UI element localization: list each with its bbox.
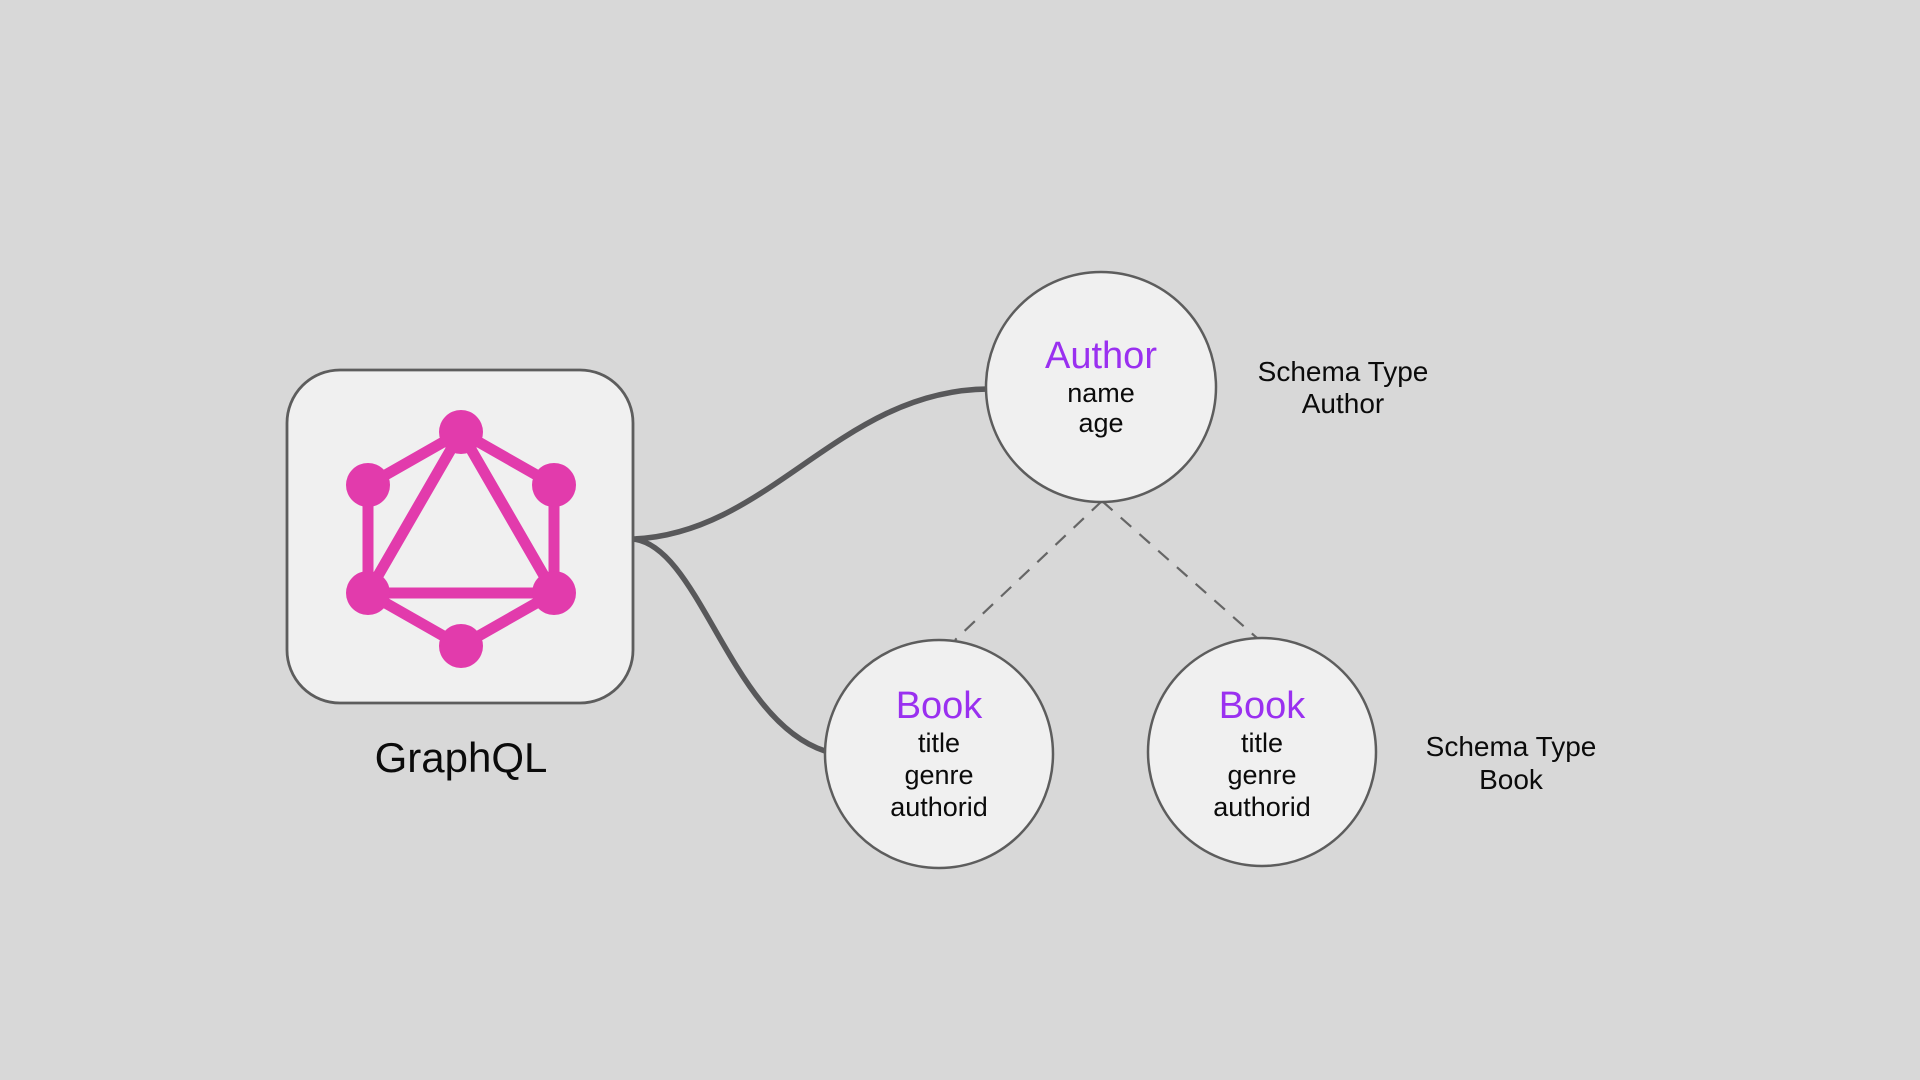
author-title: Author [1045, 335, 1157, 377]
schema-type-book-label: Schema Type Book [1426, 731, 1597, 795]
graphql-box [285, 368, 635, 705]
node-book-1: Book title genre authorid [823, 638, 1055, 870]
author-field-age: age [1078, 408, 1123, 438]
connector-graphql-to-author [630, 386, 991, 542]
logo-vertex-lower-right [532, 571, 576, 615]
book1-field-genre: genre [904, 760, 973, 790]
logo-vertex-upper-right [532, 463, 576, 507]
logo-vertex-top [439, 410, 483, 454]
book1-field-title: title [918, 728, 960, 758]
graphql-logo-vertices [346, 410, 576, 668]
graphql-node: GraphQL [285, 368, 635, 781]
author-circle [984, 270, 1218, 504]
connector-author-to-book1-dashed [954, 500, 1103, 641]
author-field-name: name [1067, 378, 1135, 408]
schema-type-book-line1: Schema Type [1426, 731, 1597, 762]
schema-type-book-line2: Book [1479, 764, 1544, 795]
graphql-label: GraphQL [375, 734, 548, 781]
book2-title: Book [1219, 685, 1307, 727]
logo-vertex-bottom [439, 624, 483, 668]
logo-vertex-upper-left [346, 463, 390, 507]
book2-field-authorid: authorid [1213, 792, 1311, 822]
schema-type-author-line2: Author [1302, 388, 1385, 419]
schema-type-author-line1: Schema Type [1258, 356, 1429, 387]
book1-title: Book [896, 685, 984, 727]
book1-circle [823, 638, 1055, 870]
node-book-2: Book title genre authorid [1146, 636, 1378, 868]
book2-field-title: title [1241, 728, 1283, 758]
graphql-logo-icon [346, 410, 576, 668]
connector-graphql-to-book1 [630, 536, 828, 754]
book2-circle [1146, 636, 1378, 868]
logo-vertex-lower-left [346, 571, 390, 615]
book2-field-genre: genre [1227, 760, 1296, 790]
node-author: Author name age [984, 270, 1218, 504]
book1-field-authorid: authorid [890, 792, 988, 822]
connector-author-to-book2-dashed [1101, 500, 1258, 639]
schema-type-author-label: Schema Type Author [1258, 356, 1429, 419]
